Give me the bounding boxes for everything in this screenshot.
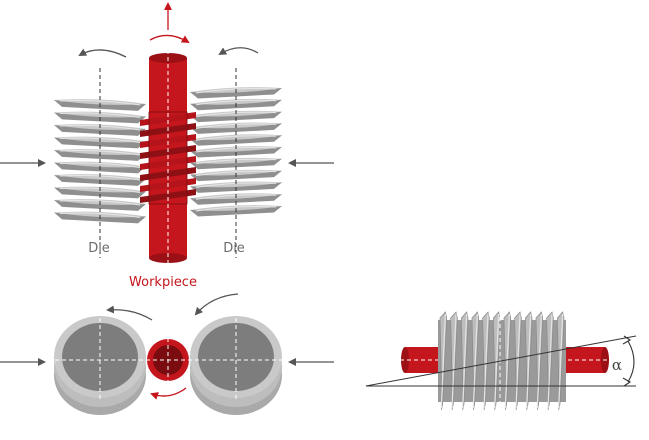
workpiece-rod: [140, 50, 196, 268]
rotation-arrow-icon: [194, 293, 239, 316]
workpiece-thread: [140, 167, 196, 181]
rotation-arrow-icon: [78, 48, 127, 58]
top-view: Die Die Workpiece: [0, 2, 334, 290]
rotation-arrow-icon: [106, 305, 153, 321]
workpiece-label: Workpiece: [129, 275, 197, 290]
die-label-left: Die: [88, 241, 110, 256]
workpiece-rotation-arrow-icon: [149, 34, 190, 44]
angle-arc-icon: [627, 340, 635, 383]
helix-line: [365, 335, 637, 387]
rotation-arrow-icon: [218, 47, 259, 56]
angle-label: α: [612, 356, 622, 374]
helix-angle-view: α: [365, 310, 637, 412]
left-die: [54, 99, 146, 224]
end-view: [0, 293, 334, 415]
workpiece-thread: [140, 189, 196, 203]
workpiece-thread: [140, 112, 196, 126]
workpiece-rotation-arrow-icon: [150, 387, 187, 400]
die-label-right: Die: [223, 241, 245, 256]
